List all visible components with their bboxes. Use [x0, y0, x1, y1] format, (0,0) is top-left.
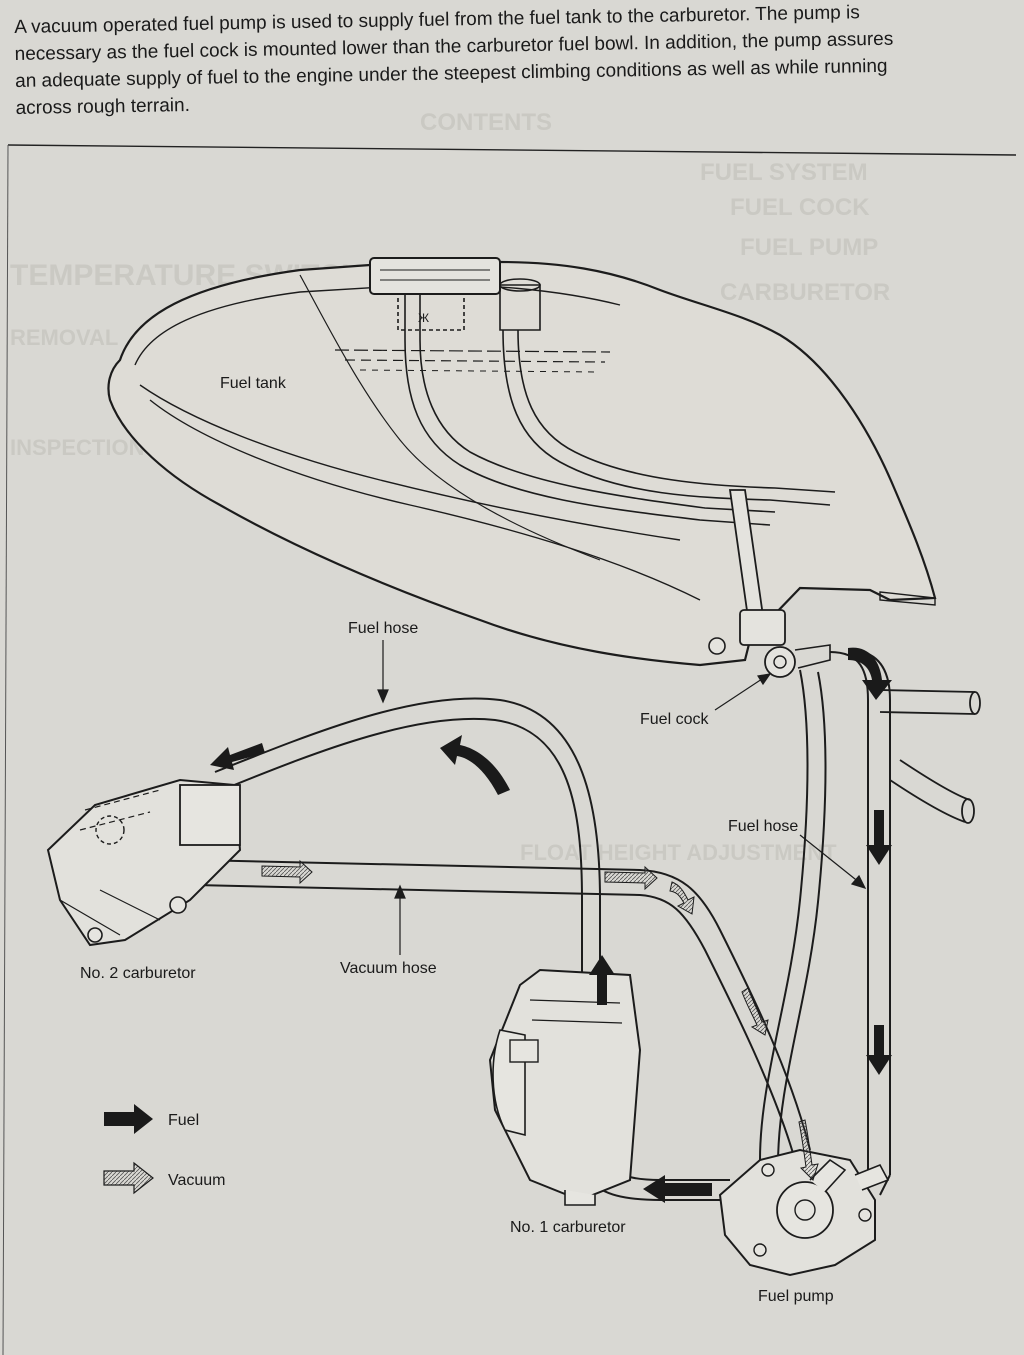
label-no2-carburetor: No. 2 carburetor	[80, 965, 196, 982]
svg-text:Ж: Ж	[418, 311, 429, 325]
vacuum-arrow-2	[604, 865, 658, 891]
vacuum-arrow-1	[261, 859, 313, 885]
label-no1-carburetor: No. 1 carburetor	[510, 1219, 626, 1236]
legend-fuel-label: Fuel	[168, 1112, 199, 1129]
svg-text:FUEL PUMP: FUEL PUMP	[740, 234, 878, 261]
vacuum-arrow-4	[741, 987, 769, 1036]
fuel-arrow-up-carb1	[589, 955, 615, 1005]
fuel-hose-right-branch	[759, 669, 827, 1166]
fuel-pump	[718, 1148, 890, 1277]
svg-text:CARBURETOR: CARBURETOR	[720, 279, 890, 306]
svg-text:FLOAT HEIGHT ADJUSTMENT: FLOAT HEIGHT ADJUSTMENT	[520, 840, 837, 865]
figure-left-rule	[2, 144, 9, 1355]
label-vacuum-hose: Vacuum hose	[340, 960, 437, 977]
fuel-arrow-down-2	[866, 1025, 892, 1075]
label-fuel-hose-top: Fuel hose	[348, 620, 418, 637]
fuel-cock	[728, 489, 831, 678]
svg-text:FUEL COCK: FUEL COCK	[730, 194, 870, 221]
fuel-tank: Ж	[107, 257, 937, 667]
fuel-arrow-carb2	[210, 743, 265, 770]
svg-text:REMOVAL: REMOVAL	[10, 325, 118, 350]
fuel-arrow-left-pump	[643, 1175, 712, 1203]
fuel-hose-cock-to-pump	[829, 649, 891, 1196]
svg-text:INSPECTION: INSPECTION	[10, 435, 144, 460]
svg-text:CONTENTS: CONTENTS	[420, 109, 552, 136]
legend: Fuel Vacuum	[103, 1104, 226, 1195]
figure-top-rule	[7, 144, 1017, 156]
vacuum-flow-arrows	[261, 859, 819, 1181]
no2-carburetor	[46, 778, 242, 947]
legend-fuel-arrow	[104, 1104, 153, 1134]
fuel-hose-main	[214, 697, 730, 1201]
label-fuel-hose-right: Fuel hose	[728, 818, 798, 835]
svg-text:FUEL SYSTEM: FUEL SYSTEM	[700, 159, 868, 186]
vacuum-arrow-5	[798, 1119, 819, 1181]
vacuum-arrow-3	[669, 881, 695, 915]
fuel-flow-arrows	[210, 647, 892, 1203]
legend-vacuum-arrow	[103, 1161, 154, 1195]
no1-carburetor	[488, 968, 642, 1206]
label-fuel-pump: Fuel pump	[758, 1288, 834, 1305]
label-fuel-tank: Fuel tank	[220, 375, 287, 392]
frame-tubes	[879, 689, 981, 824]
show-through-text: FUEL SYSTEM FUEL COCK FUEL PUMP CARBURET…	[10, 109, 890, 865]
fuel-arrow-arc	[440, 735, 510, 795]
fuel-arrow-down-1	[866, 810, 892, 865]
label-fuel-cock: Fuel cock	[640, 711, 709, 728]
leader-lines	[377, 640, 867, 955]
tank-internal-tubes	[404, 295, 836, 526]
legend-vacuum-label: Vacuum	[168, 1172, 226, 1189]
fuel-arrow-cock	[848, 647, 892, 700]
